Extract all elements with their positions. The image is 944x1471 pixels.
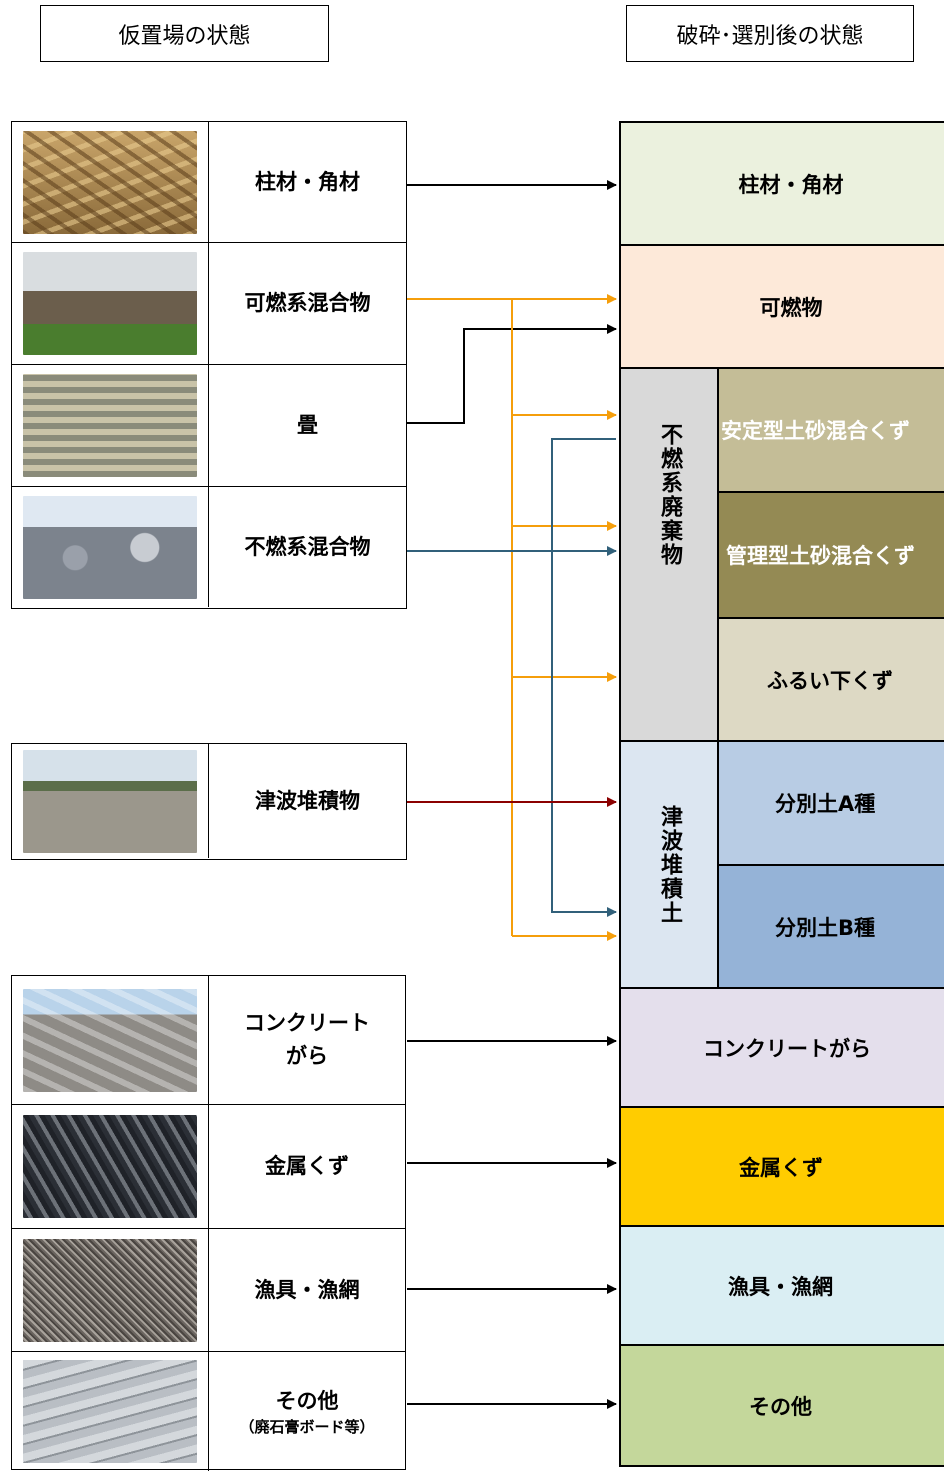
- source-table-tsunami: 津波堆積物: [11, 743, 407, 860]
- source-label-combustible: 可燃系混合物: [244, 291, 371, 316]
- destination-column: 柱材・角材 可燃物 不燃系廃棄物 安定型土砂混合くず 管理型土砂混合くず ふるい…: [619, 121, 944, 1467]
- tsunami-sediment-photo: [23, 749, 197, 853]
- metal-scrap-photo: [23, 1115, 197, 1218]
- dest-tsunami-group-label: 津波堆積土: [657, 804, 682, 925]
- dest-managed-soil: 管理型土砂混合くず: [719, 493, 944, 619]
- source-row-lumber: 柱材・角材: [12, 122, 406, 242]
- source-label-tsunami: 津波堆積物: [255, 788, 360, 813]
- source-label-tatami: 畳: [297, 413, 318, 438]
- dest-other-label: その他: [749, 1394, 812, 1419]
- dest-sieve-under: ふるい下くず: [719, 619, 944, 742]
- source-label-concrete-line2: がら: [286, 1044, 328, 1068]
- source-label-fishing: 漁具・漁網: [254, 1277, 360, 1302]
- source-row-concrete: コンクリート がら: [12, 976, 405, 1104]
- dest-concrete: コンクリートがら: [621, 989, 944, 1108]
- source-table-upper: 柱材・角材 可燃系混合物 畳 不燃系混合物: [11, 121, 407, 609]
- dest-stable-soil: 安定型土砂混合くず: [719, 369, 944, 493]
- header-right-label: 破砕･選別後の状態: [676, 23, 864, 49]
- dest-soil-a: 分別土A種: [719, 742, 944, 866]
- header-temporary-storage: 仮置場の状態: [40, 5, 329, 62]
- source-sublabel-other: （廃石膏ボード等）: [239, 1418, 375, 1437]
- dest-fishing: 漁具・漁網: [621, 1227, 944, 1346]
- header-after-crushing: 破砕･選別後の状態: [626, 5, 914, 62]
- source-row-metal: 金属くず: [12, 1104, 405, 1228]
- dest-tsunami-group: 津波堆積土: [621, 742, 719, 989]
- arrows-noncombustible-mixture: [407, 438, 617, 917]
- source-label-concrete-line1: コンクリート: [244, 1011, 370, 1036]
- source-row-fishing: 漁具・漁網: [12, 1228, 405, 1351]
- source-row-noncombustible: 不燃系混合物: [12, 486, 406, 607]
- dest-metal: 金属くず: [621, 1108, 944, 1227]
- source-row-other: その他 （廃石膏ボード等）: [12, 1351, 405, 1471]
- dest-soil-b: 分別土B種: [719, 866, 944, 989]
- source-table-lower: コンクリート がら 金属くず 漁具・漁網 その他 （廃石膏ボード等）: [11, 975, 406, 1471]
- source-row-tatami: 畳: [12, 364, 406, 486]
- dest-noncombustible-group: 不燃系廃棄物: [621, 369, 719, 742]
- dest-managed-soil-label: 管理型土砂混合くず: [726, 544, 915, 568]
- source-label-metal: 金属くず: [265, 1154, 349, 1179]
- lumber-photo: [23, 130, 197, 234]
- dest-lumber-label: 柱材・角材: [738, 172, 844, 197]
- arrow-tatami: [407, 324, 617, 424]
- fishing-gear-photo: [23, 1238, 197, 1342]
- dest-soil-b-label: 分別土B種: [775, 915, 876, 940]
- source-label-noncombustible: 不燃系混合物: [244, 534, 371, 559]
- other-photo: [23, 1360, 197, 1463]
- arrows-combustible-mixture: [407, 294, 617, 941]
- concrete-photo: [23, 988, 197, 1092]
- dest-fishing-label: 漁具・漁網: [728, 1274, 833, 1299]
- source-row-combustible: 可燃系混合物: [12, 242, 406, 364]
- dest-sieve-under-label: ふるい下くず: [767, 668, 893, 693]
- dest-combustible: 可燃物: [621, 246, 944, 369]
- tatami-photo: [23, 374, 197, 477]
- source-row-tsunami: 津波堆積物: [12, 744, 406, 858]
- dest-other: その他: [621, 1346, 944, 1465]
- dest-lumber: 柱材・角材: [621, 123, 944, 246]
- dest-stable-soil-label: 安定型土砂混合くず: [721, 419, 910, 443]
- source-label-lumber: 柱材・角材: [255, 169, 360, 194]
- dest-concrete-label: コンクリートがら: [703, 1036, 871, 1061]
- dest-combustible-label: 可燃物: [759, 295, 823, 320]
- dest-soil-a-label: 分別土A種: [775, 792, 876, 816]
- dest-noncombustible-group-label: 不燃系廃棄物: [657, 422, 682, 567]
- source-label-other: その他: [275, 1389, 339, 1414]
- dest-metal-label: 金属くず: [739, 1155, 823, 1180]
- combustible-mixture-photo: [23, 252, 197, 355]
- noncombustible-mixture-photo: [23, 495, 197, 599]
- header-left-label: 仮置場の状態: [118, 23, 251, 49]
